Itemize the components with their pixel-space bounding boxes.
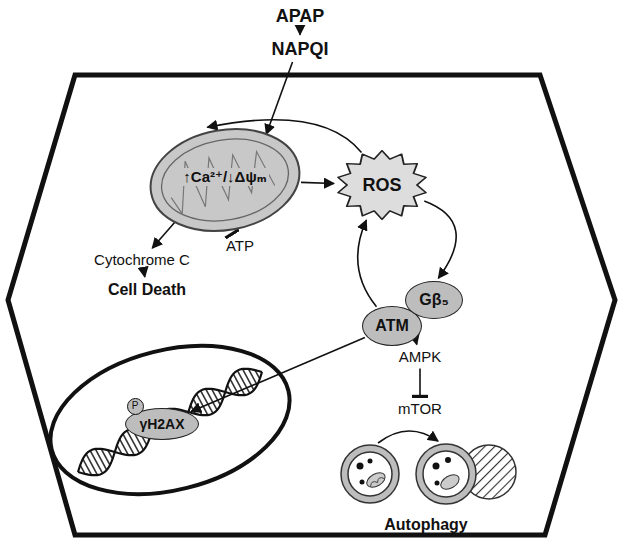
node-text: mTOR	[398, 400, 442, 417]
arrow-connector	[301, 182, 334, 183]
drug-label: APAP	[272, 5, 329, 28]
arrow-connector	[191, 338, 365, 412]
protein-ellipse: Gβ₅	[405, 281, 463, 319]
node-text: ROS	[362, 175, 401, 196]
arrow-connector	[424, 201, 456, 278]
node-text: AMPK	[399, 348, 442, 365]
arrow-connector	[143, 272, 146, 277]
node-text: ATP	[226, 237, 254, 254]
metabolite-label: NAPQI	[267, 38, 332, 61]
arrow-connector	[266, 62, 292, 134]
cell-outline	[8, 75, 615, 535]
node-text: Gβ₅	[419, 291, 449, 309]
node-text: Cell Death	[108, 281, 186, 299]
fusion-arrow	[378, 431, 438, 443]
ros-burst: ROS	[336, 150, 428, 220]
node-text: NAPQI	[271, 39, 328, 60]
process-label: Cytochrome C	[90, 250, 194, 269]
phospho-mark: P	[127, 398, 144, 415]
node-text: Cytochrome C	[94, 251, 190, 268]
process-label: ATP	[222, 236, 258, 255]
inhibition-connector	[231, 232, 233, 234]
kinase-label: mTOR	[394, 399, 446, 418]
autolysosome	[416, 444, 516, 504]
inhibition-connector	[419, 369, 421, 397]
arrow-connector	[152, 221, 176, 248]
autophagosome	[341, 445, 399, 503]
kinase-label: AMPK	[395, 347, 446, 366]
outcome-label: Cell Death	[104, 280, 190, 300]
node-text: γH2AX	[139, 416, 184, 432]
node-text: ATM	[375, 317, 408, 335]
arrow-connector	[299, 29, 301, 34]
arrow-connector	[358, 220, 377, 307]
process-title: Autophagy	[384, 516, 468, 534]
dna-helix	[78, 369, 262, 475]
node-text: APAP	[276, 6, 325, 27]
mitochondrion: ↑Ca²⁺/↓Δψₘ	[147, 126, 303, 234]
node-text: ↑Ca²⁺/↓Δψₘ	[181, 168, 268, 185]
nucleus	[35, 323, 306, 518]
